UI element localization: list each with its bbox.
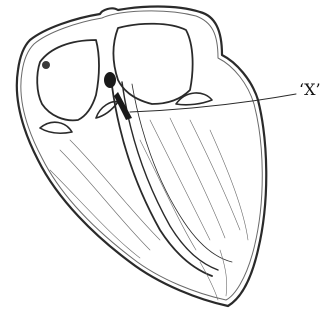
vessel-opening (42, 61, 50, 69)
label-leader-line (130, 94, 296, 112)
node-x-label: ‘X’ (299, 82, 321, 98)
left-atrium (37, 40, 99, 120)
interventricular-septum (112, 82, 232, 276)
right-atrium (114, 24, 193, 104)
